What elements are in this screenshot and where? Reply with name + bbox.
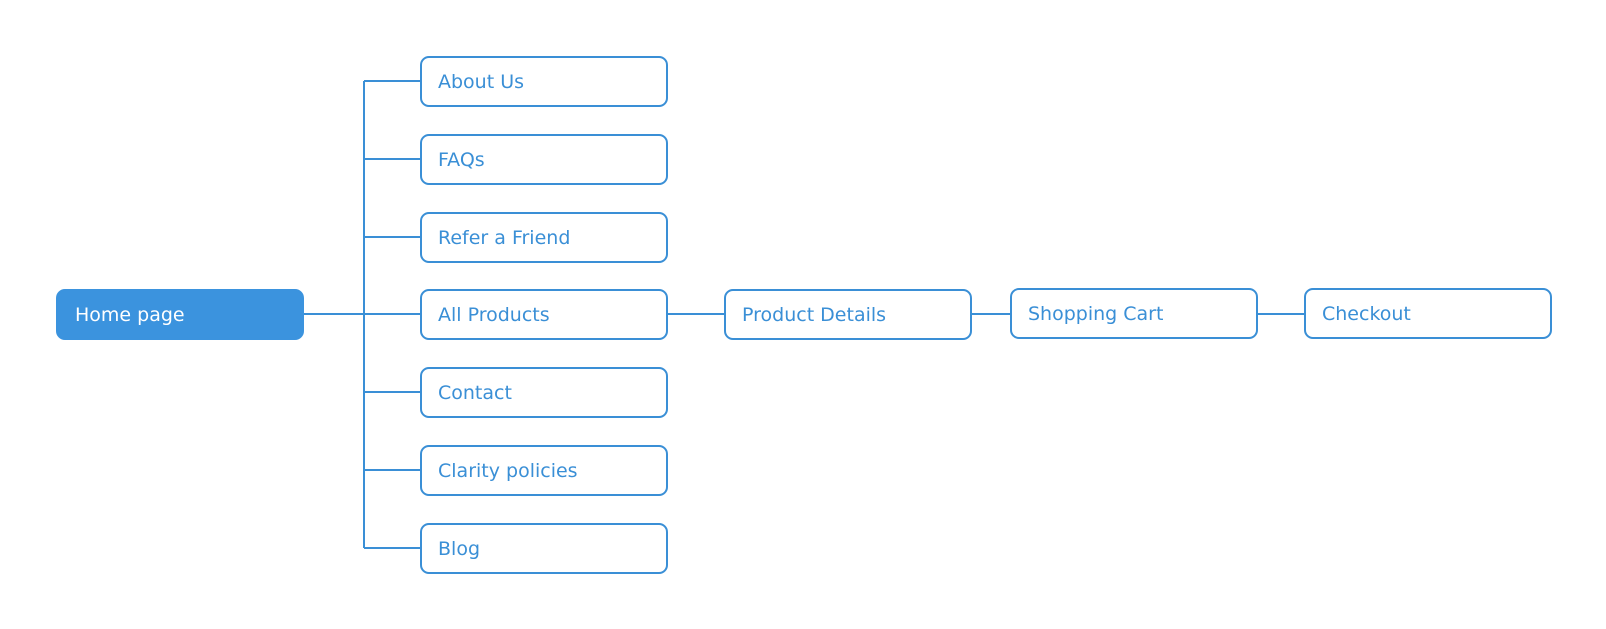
node-about-us[interactable]: About Us (420, 56, 668, 107)
node-shopping-cart[interactable]: Shopping Cart (1010, 288, 1258, 339)
node-product-details[interactable]: Product Details (724, 289, 972, 340)
node-blog[interactable]: Blog (420, 523, 668, 574)
node-clarity-policies[interactable]: Clarity policies (420, 445, 668, 496)
node-label: Contact (438, 381, 512, 404)
node-label: All Products (438, 303, 550, 326)
node-refer-a-friend[interactable]: Refer a Friend (420, 212, 668, 263)
node-faqs[interactable]: FAQs (420, 134, 668, 185)
node-label: Product Details (742, 303, 887, 326)
node-label: FAQs (438, 148, 485, 171)
node-label: About Us (438, 70, 525, 93)
node-label: Blog (438, 537, 480, 560)
node-contact[interactable]: Contact (420, 367, 668, 418)
node-home-page[interactable]: Home page (56, 289, 304, 340)
node-label: Clarity policies (438, 459, 578, 482)
node-label: Home page (75, 303, 185, 326)
node-label: Checkout (1322, 302, 1411, 325)
node-label: Refer a Friend (438, 226, 571, 249)
node-label: Shopping Cart (1028, 302, 1164, 325)
node-all-products[interactable]: All Products (420, 289, 668, 340)
node-checkout[interactable]: Checkout (1304, 288, 1552, 339)
